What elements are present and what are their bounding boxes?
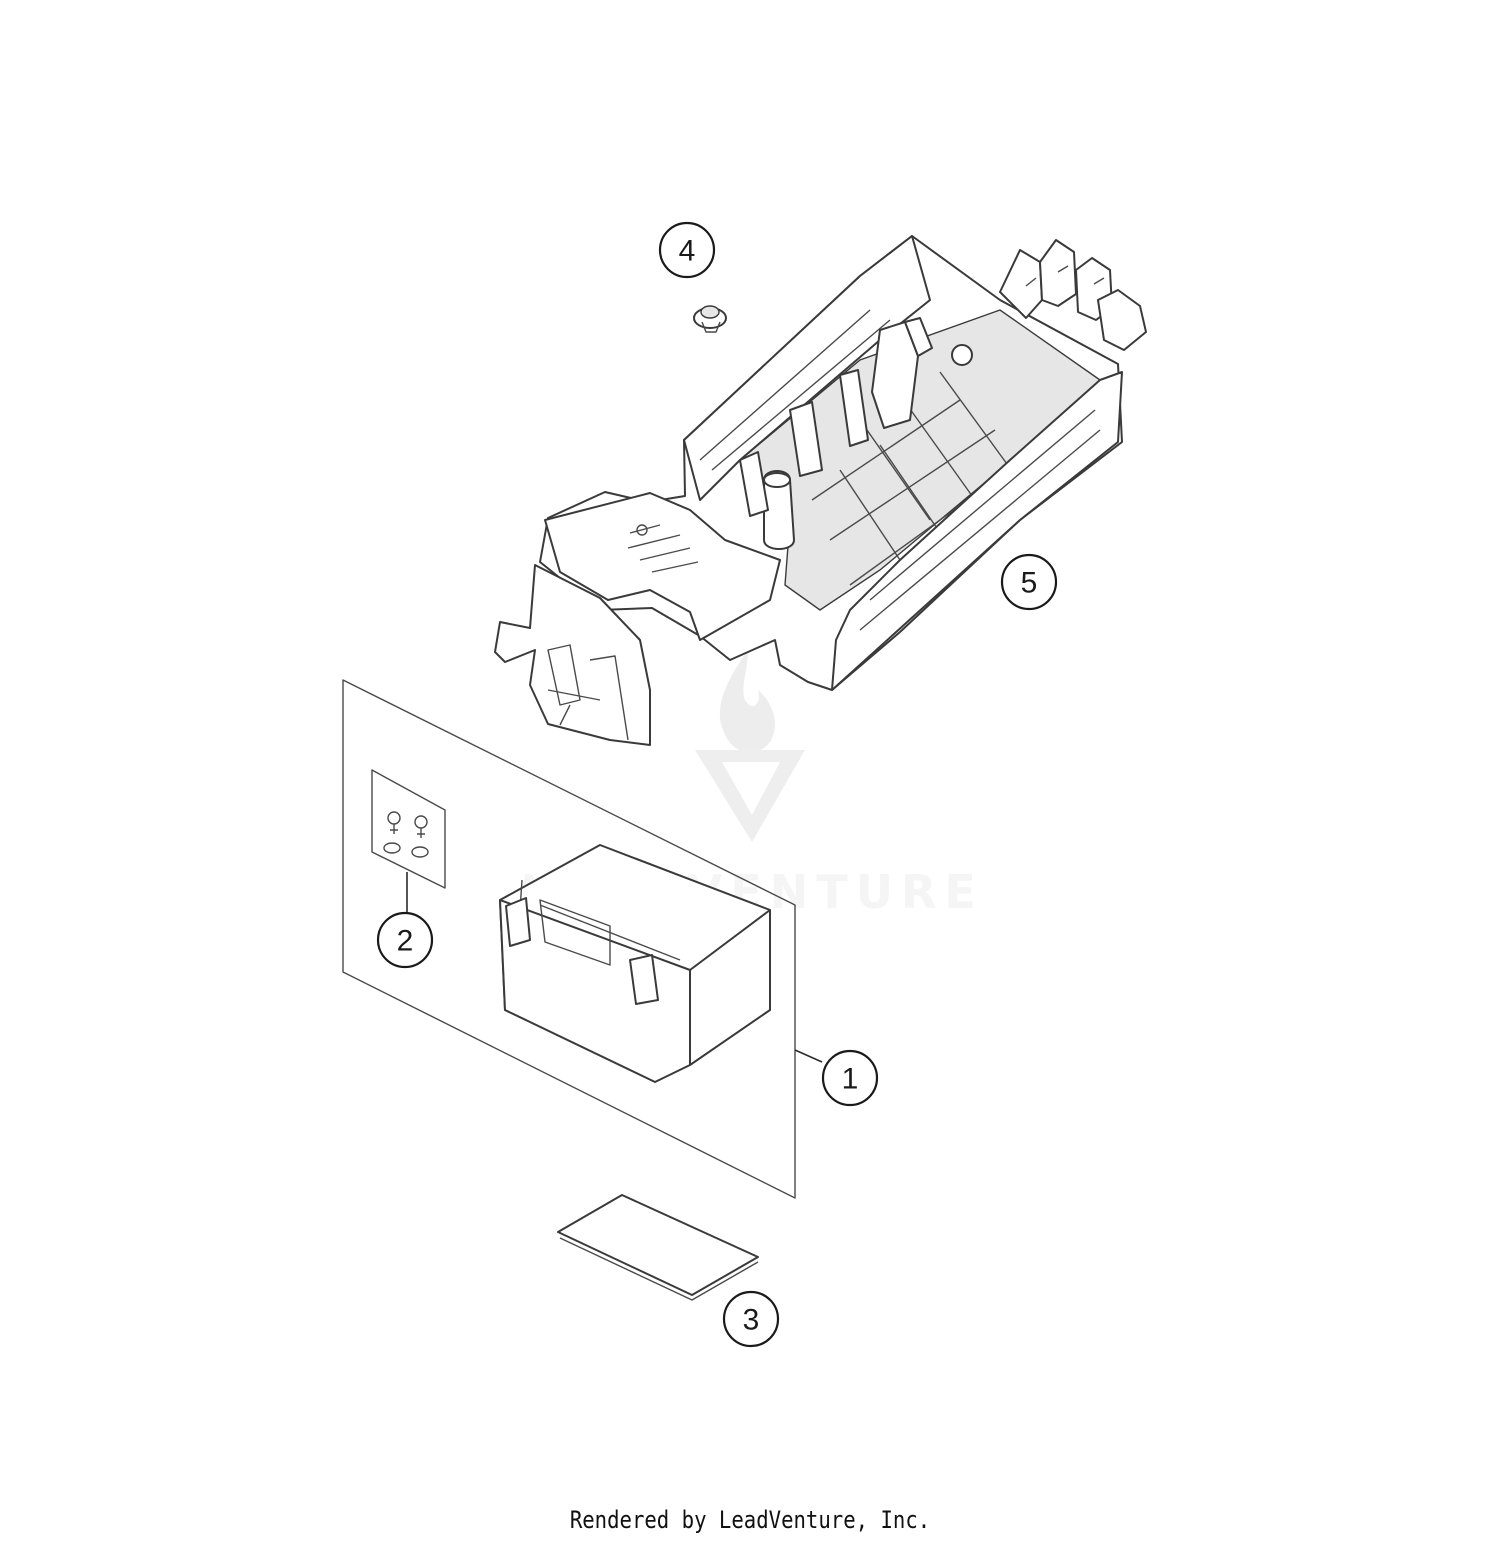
callout-3[interactable]: 3 (722, 1290, 780, 1348)
terminal-screws-card[interactable] (371, 769, 446, 889)
callout-1[interactable]: 1 (821, 1049, 879, 1107)
screw-part[interactable] (693, 305, 727, 333)
leader-line-1 (794, 1049, 823, 1063)
battery-pad-part[interactable] (557, 1194, 759, 1301)
callout-2[interactable]: 2 (376, 911, 434, 969)
v-logo-icon (695, 750, 805, 842)
battery-holder-tray[interactable] (494, 235, 1147, 746)
warning-label-marks (627, 524, 699, 573)
footer-credit: Rendered by LeadVenture, Inc. (569, 1506, 931, 1534)
callout-5[interactable]: 5 (1000, 553, 1058, 611)
flame-logo-icon (719, 650, 775, 753)
relay-component (739, 317, 973, 550)
battery-part[interactable] (499, 844, 771, 1083)
callout-4[interactable]: 4 (658, 221, 716, 279)
connector-block (999, 239, 1147, 351)
battery-kit-panel (342, 679, 796, 1199)
